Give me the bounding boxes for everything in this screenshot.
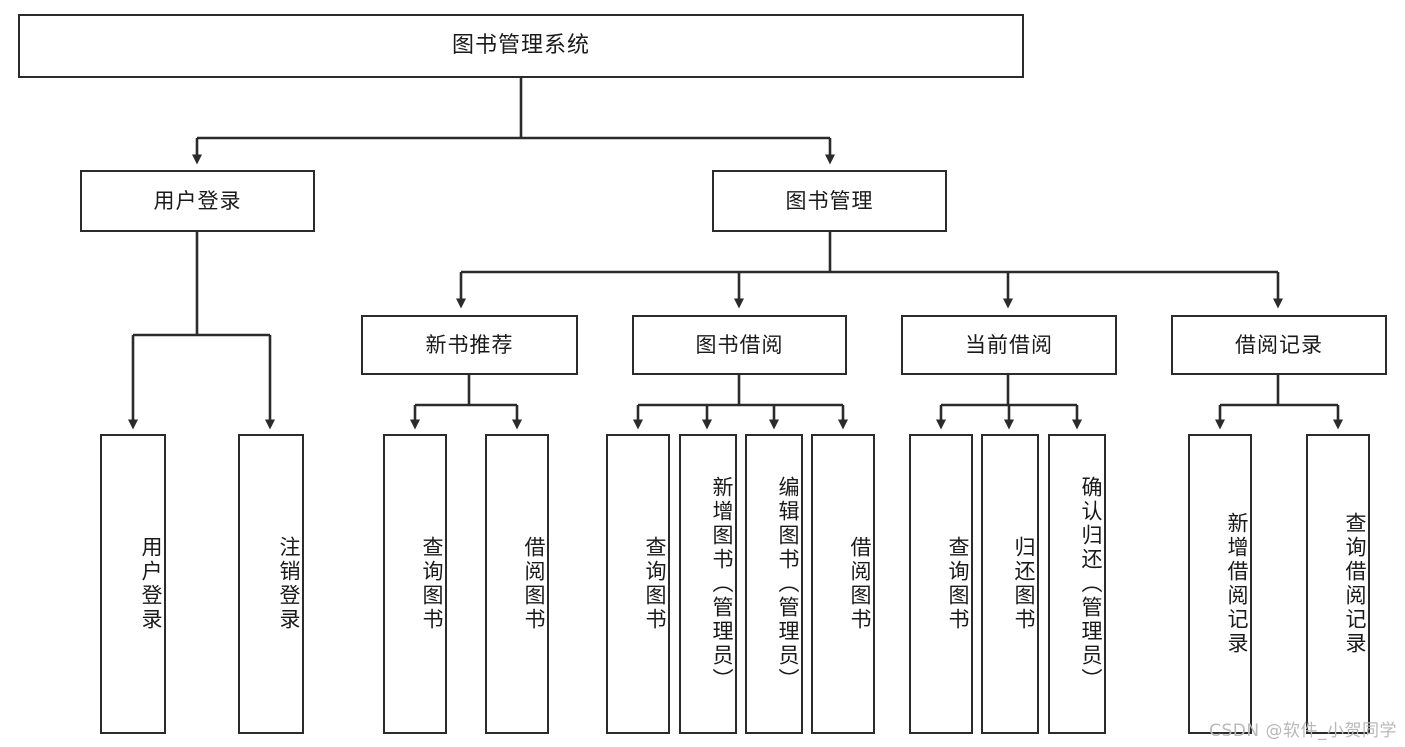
node-label: 查询图书 <box>643 536 667 632</box>
node-label: 确认归还（管理员） <box>1079 476 1103 692</box>
node-label: 新增图书（管理员） <box>710 476 734 692</box>
leaf-return-book[interactable]: 归还图书 <box>981 434 1039 734</box>
node-label: 用户登录 <box>153 188 242 213</box>
leaf-edit-book[interactable]: 编辑图书（管理员） <box>745 434 803 734</box>
node-label: 借阅记录 <box>1235 332 1323 357</box>
node-book-manage[interactable]: 图书管理 <box>712 170 947 232</box>
node-label: 归还图书 <box>1012 536 1036 632</box>
leaf-query-book-1[interactable]: 查询图书 <box>383 434 447 734</box>
leaf-confirm-return[interactable]: 确认归还（管理员） <box>1048 434 1106 734</box>
leaf-query-book-2[interactable]: 查询图书 <box>606 434 670 734</box>
leaf-borrow-book-2[interactable]: 借阅图书 <box>811 434 875 734</box>
node-label: 图书管理 <box>785 188 874 213</box>
leaf-borrow-book-1[interactable]: 借阅图书 <box>485 434 549 734</box>
csdn-watermark: CSDN @软件_小贺同学 <box>1209 721 1397 741</box>
node-label: 查询图书 <box>420 536 444 632</box>
node-root-system[interactable]: 图书管理系统 <box>18 14 1024 78</box>
leaf-add-book[interactable]: 新增图书（管理员） <box>679 434 737 734</box>
node-user-login[interactable]: 用户登录 <box>80 170 315 232</box>
node-new-book-recommend[interactable]: 新书推荐 <box>361 315 578 375</box>
node-label: 编辑图书（管理员） <box>776 476 800 692</box>
leaf-logout[interactable]: 注销登录 <box>238 434 304 734</box>
node-label: 用户登录 <box>139 536 163 632</box>
leaf-query-book-3[interactable]: 查询图书 <box>909 434 973 734</box>
node-label: 当前借阅 <box>965 332 1053 357</box>
leaf-user-login[interactable]: 用户登录 <box>100 434 166 734</box>
node-label: 新增借阅记录 <box>1225 512 1249 656</box>
node-label: 新书推荐 <box>425 332 514 357</box>
node-label: 借阅图书 <box>848 536 872 632</box>
node-label: 注销登录 <box>277 536 301 632</box>
node-label: 查询图书 <box>946 536 970 632</box>
node-book-borrow[interactable]: 图书借阅 <box>632 315 847 375</box>
leaf-query-record[interactable]: 查询借阅记录 <box>1306 434 1370 734</box>
leaf-add-record[interactable]: 新增借阅记录 <box>1188 434 1252 734</box>
node-borrow-record[interactable]: 借阅记录 <box>1171 315 1387 375</box>
node-label: 查询借阅记录 <box>1343 512 1367 656</box>
node-label: 图书管理系统 <box>451 33 590 59</box>
node-current-borrow[interactable]: 当前借阅 <box>901 315 1117 375</box>
node-label: 图书借阅 <box>695 332 784 357</box>
node-label: 借阅图书 <box>522 536 546 632</box>
